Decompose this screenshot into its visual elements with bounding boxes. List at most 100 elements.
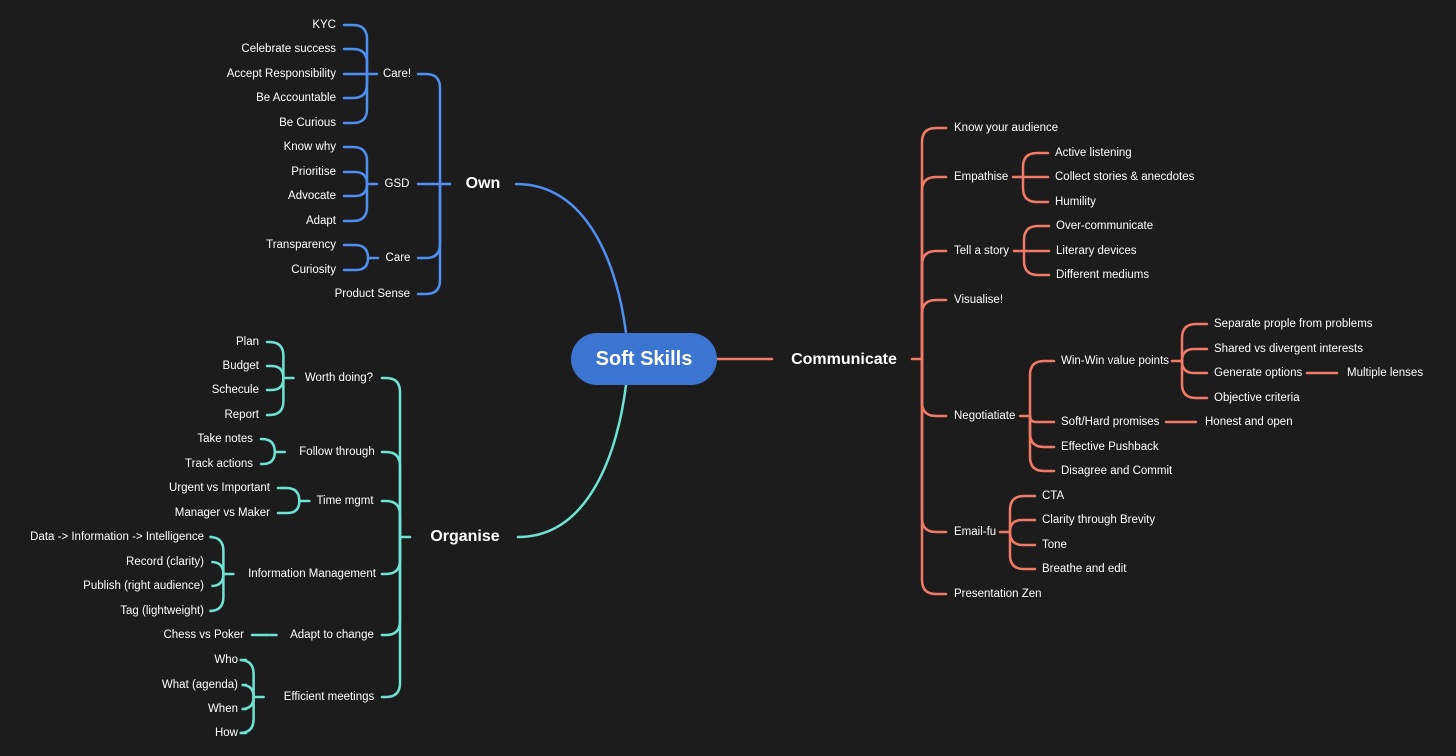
organise-branch-line [516,383,628,539]
own-item-know-why[interactable]: Know why [284,141,337,153]
communicate-item-clarity-through-brevity[interactable]: Clarity through Brevity [1042,514,1155,526]
communicate-multiple-lenses[interactable]: Multiple lenses [1347,367,1423,379]
connector-line [1008,530,1037,571]
communicate-item-separate-prople-from-problems[interactable]: Separate prople from problems [1214,318,1373,330]
communicate-item-active-listening[interactable]: Active listening [1055,147,1132,159]
own-care[interactable]: Care [386,252,411,264]
communicate-tell-a-story[interactable]: Tell a story [954,245,1009,257]
organise-item-schecule[interactable]: Schecule [212,384,259,396]
communicate-item-different-mediums[interactable]: Different mediums [1056,269,1149,281]
connector-line [380,535,402,699]
connector-line [1180,359,1209,375]
communicate-honest-and-open[interactable]: Honest and open [1205,416,1293,428]
communicate-email-fu[interactable]: Email-fu [954,526,996,538]
communicate-item-shared-vs-divergent-interests[interactable]: Shared vs divergent interests [1214,343,1363,355]
organise-adapt-to-change[interactable]: Adapt to change [290,629,374,641]
own-item-curiosity[interactable]: Curiosity [291,264,336,276]
communicate-disagree-and-commit[interactable]: Disagree and Commit [1061,465,1173,477]
organise-item-when[interactable]: When [208,703,238,715]
connector-line [342,47,369,76]
organise-item-manager-vs-maker[interactable]: Manager vs Maker [175,507,270,519]
organise-worth-doing[interactable]: Worth doing? [305,372,373,384]
connector-line [342,72,369,125]
organise-item-budget[interactable]: Budget [223,360,260,372]
own-care[interactable]: Care! [383,68,411,80]
organise-item-tag-lightweight[interactable]: Tag (lightweight) [120,605,204,617]
communicate-negotiate[interactable]: Negotiatiate [954,410,1015,422]
own-item-adapt[interactable]: Adapt [306,215,337,227]
connector-line [265,376,285,417]
connector-line [1180,322,1209,363]
own-item-advocate[interactable]: Advocate [288,190,336,202]
connector-line [920,298,948,361]
connector-line [920,126,948,361]
communicate-item-humility[interactable]: Humility [1055,196,1096,208]
own-item-prioritise[interactable]: Prioritise [291,166,336,178]
own-item-kyc[interactable]: KYC [312,19,336,31]
organise-item-track-actions[interactable]: Track actions [185,458,253,470]
communicate-item-generate-options[interactable]: Generate options [1214,367,1302,379]
organise-information-management[interactable]: Information Management [248,568,377,580]
communicate-item-objective-criteria[interactable]: Objective criteria [1214,392,1300,404]
organise-item-data-information-intelligence[interactable]: Data -> Information -> Intelligence [30,531,204,543]
own-item-accept-responsibility[interactable]: Accept Responsibility [227,68,337,80]
organise-item-record-clarity[interactable]: Record (clarity) [126,556,204,568]
connector-line [380,376,402,539]
own-item-be-accountable[interactable]: Be Accountable [256,92,336,104]
connector-line [1021,175,1050,204]
communicate-know-your-audience[interactable]: Know your audience [954,122,1058,134]
communicate-item-tone[interactable]: Tone [1042,539,1067,551]
organise-item-take-notes[interactable]: Take notes [197,433,253,445]
organise-time-mgmt[interactable]: Time mgmt [316,495,374,507]
connector-line [342,256,370,272]
communicate-item-literary-devices[interactable]: Literary devices [1056,245,1137,257]
own-product-sense[interactable]: Product Sense [335,288,410,300]
communicate-empathise[interactable]: Empathise [954,171,1008,183]
connector-line [920,249,948,361]
connector-line [342,72,369,100]
organise-item-chess-vs-poker[interactable]: Chess vs Poker [163,629,244,641]
organise-item-report[interactable]: Report [224,409,259,421]
connector-line [1021,151,1050,179]
communicate-soft-hard-promises[interactable]: Soft/Hard promises [1061,416,1160,428]
connector-line [416,72,442,186]
connector-line [920,175,948,361]
communicate-item-over-communicate[interactable]: Over-communicate [1056,220,1153,232]
communicate-item-collect-stories-anecdotes[interactable]: Collect stories & anecdotes [1055,171,1195,183]
connector-line [1022,224,1051,253]
own-item-be-curious[interactable]: Be Curious [279,117,336,129]
organise-item-urgent-vs-important[interactable]: Urgent vs Important [169,482,271,494]
connector-line [380,535,402,576]
own-item-transparency[interactable]: Transparency [266,239,336,251]
own-item-celebrate-success[interactable]: Celebrate success [241,43,336,55]
connector-line [209,535,225,576]
organise-item-how[interactable]: How [215,727,239,739]
connector-line [276,499,301,515]
branch-own[interactable]: Own [466,175,501,192]
connector-line [241,683,255,699]
branch-organise[interactable]: Organise [430,528,499,545]
own-gsd[interactable]: GSD [385,178,410,190]
branch-communicate[interactable]: Communicate [791,351,897,368]
communicate-presentation-zen[interactable]: Presentation Zen [954,588,1042,600]
organise-efficient-meetings[interactable]: Efficient meetings [284,691,375,703]
organise-item-publish-right-audience[interactable]: Publish (right audience) [83,580,204,592]
communicate-visualise[interactable]: Visualise! [954,294,1003,306]
organise-item-what-agenda[interactable]: What (agenda) [162,679,238,691]
communicate-item-cta[interactable]: CTA [1042,490,1064,502]
connector-line [1022,249,1051,277]
own-branch-line [514,182,628,335]
connector-line [241,695,255,711]
connector-line [416,182,442,296]
connector-line [920,357,948,418]
organise-follow-through[interactable]: Follow through [299,446,374,458]
communicate-win-win-value-points[interactable]: Win-Win value points [1061,355,1169,367]
connector-line [210,560,225,576]
root-node[interactable]: Soft Skills [571,333,717,385]
organise-item-who[interactable]: Who [214,654,238,666]
communicate-effective-pushback[interactable]: Effective Pushback [1061,441,1159,453]
connector-line [265,364,285,380]
communicate-item-breathe-and-edit[interactable]: Breathe and edit [1042,563,1127,575]
organise-item-plan[interactable]: Plan [236,336,259,348]
